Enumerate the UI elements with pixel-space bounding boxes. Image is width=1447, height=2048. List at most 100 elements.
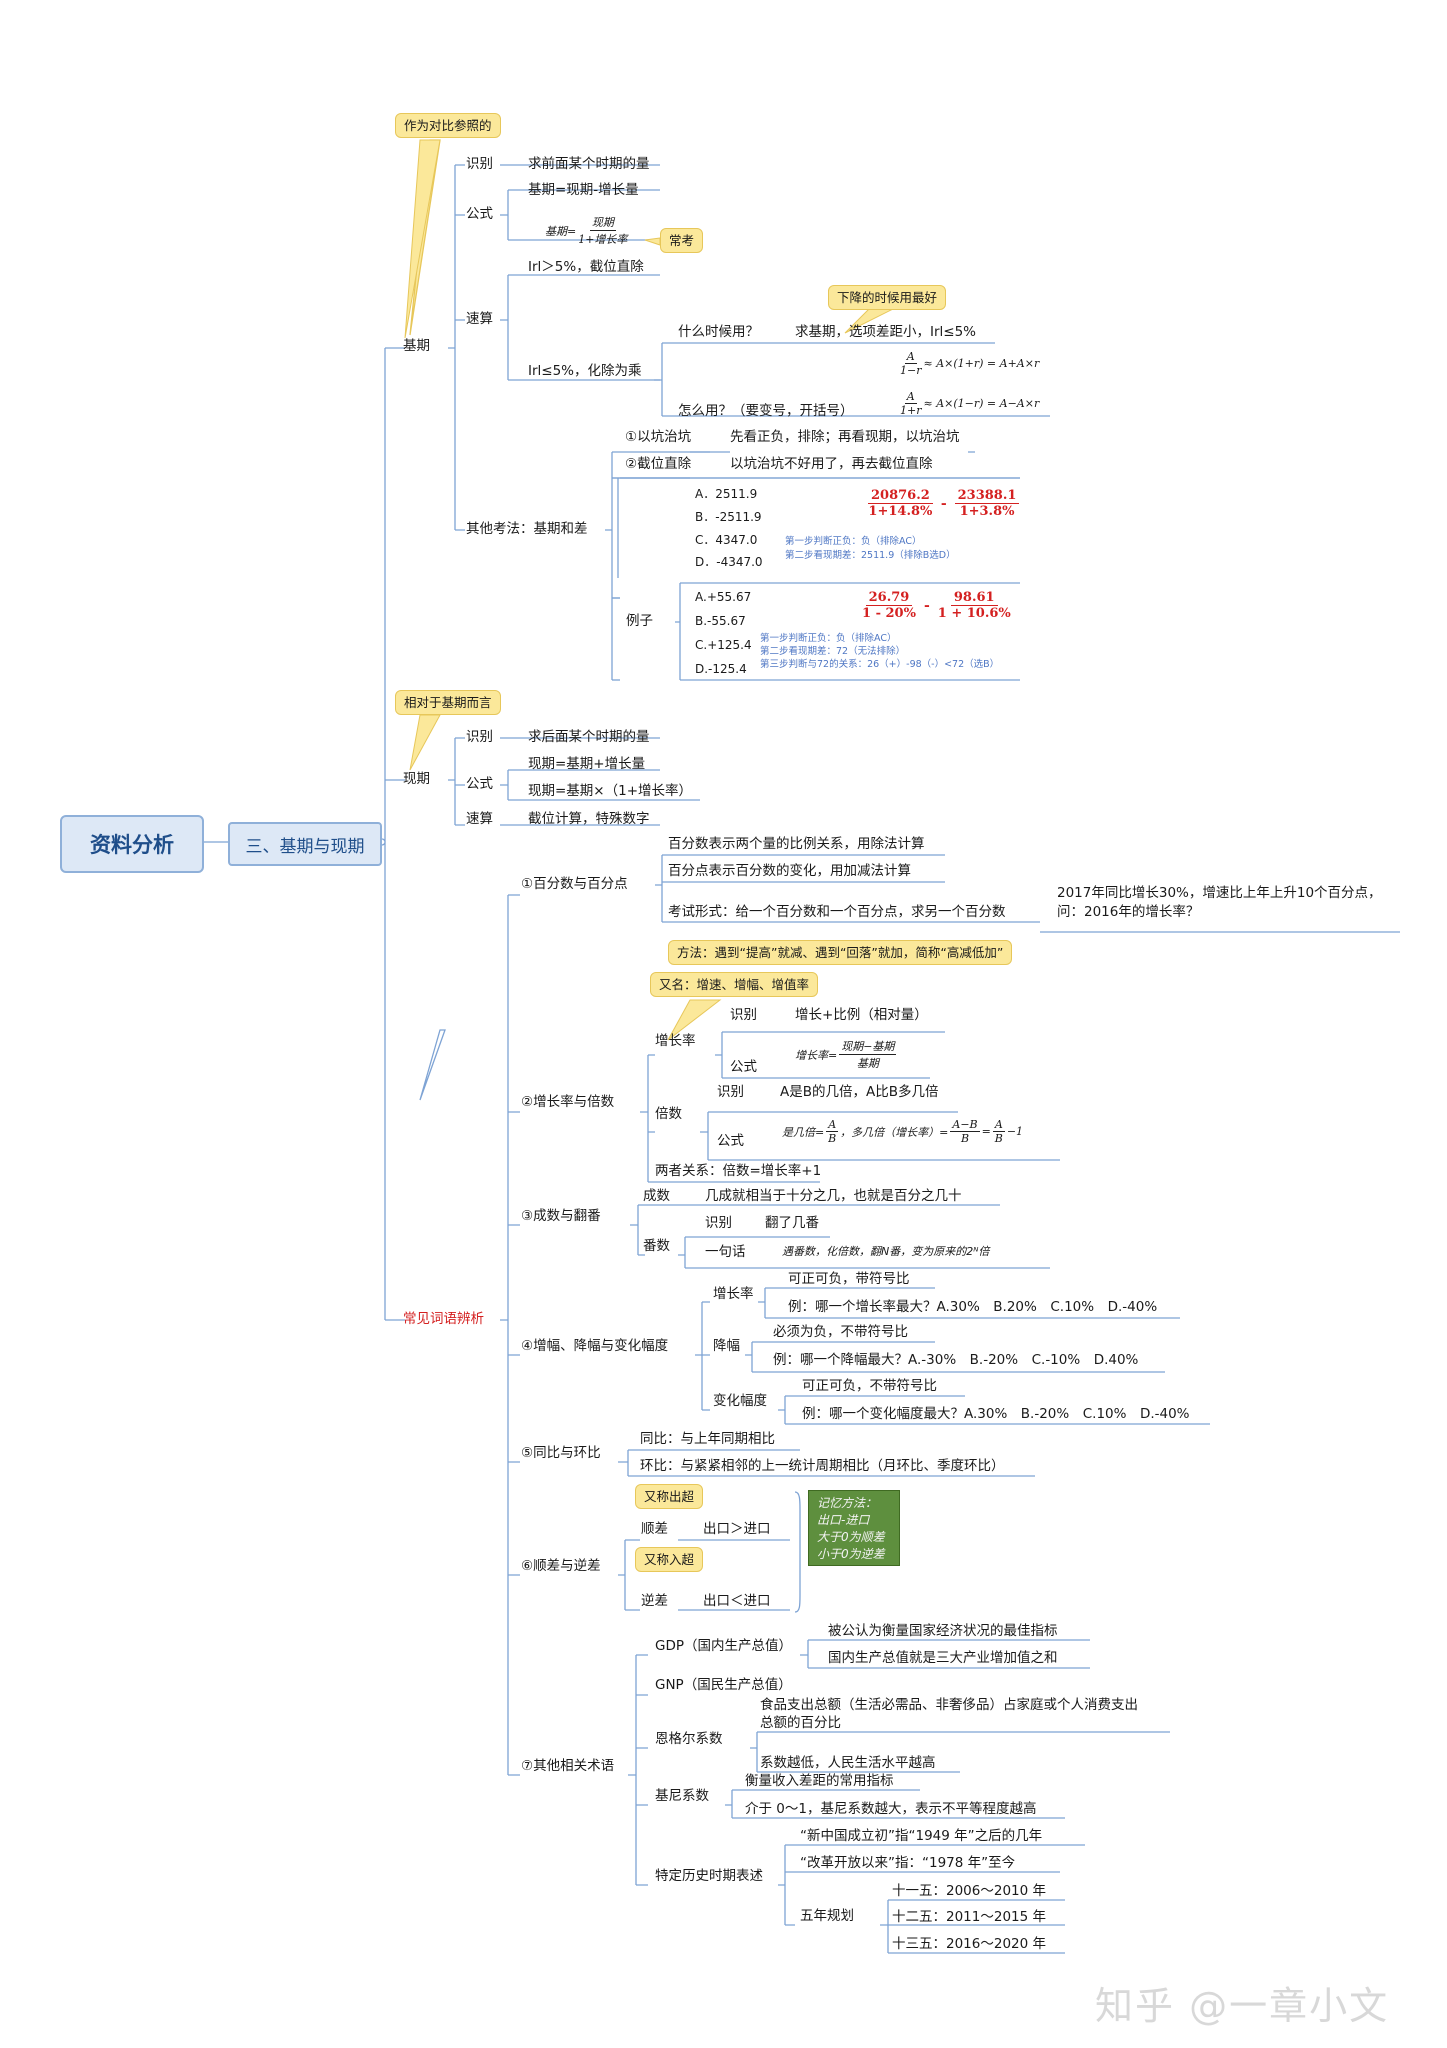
node-p5-b[interactable]: 环比：与紧紧相邻的上一统计周期相比（月环比、季度环比） — [640, 1458, 1005, 1474]
node-jiqi-shibie[interactable]: 识别 — [466, 156, 493, 172]
node-sc-value[interactable]: 出口＞进口 — [703, 1521, 771, 1537]
node-fp-sb[interactable]: 识别 — [705, 1215, 732, 1231]
node-susuan-1[interactable]: Irl＞5%，截位直除 — [528, 259, 644, 275]
node-cy[interactable]: 常见词语辨析 — [403, 1311, 484, 1327]
node-how[interactable]: 怎么用？（要变号，开括号） — [678, 403, 854, 419]
node-xianqi-shibie[interactable]: 识别 — [466, 729, 493, 745]
node-bs-sb[interactable]: 识别 — [717, 1084, 744, 1100]
ex1-option-a[interactable]: A．2511.9 — [695, 487, 758, 501]
section-node[interactable]: 三、基期与现期 — [228, 822, 382, 866]
node-p1[interactable]: ①百分数与百分点 — [521, 876, 628, 892]
node-bh-a[interactable]: 可正可负，不带符号比 — [802, 1378, 937, 1394]
node-other-2-value[interactable]: 以坑治坑不好用了，再去截位直除 — [730, 456, 933, 472]
node-sc[interactable]: 顺差 — [641, 1521, 668, 1537]
node-zf-b[interactable]: 例：哪一个增长率最大？A.30% B.20% C.10% D.-40% — [788, 1299, 1158, 1315]
node-when[interactable]: 什么时候用？ — [678, 324, 759, 340]
node-p1-c[interactable]: 考试形式：给一个百分数和一个百分点，求另一个百分数 — [668, 904, 1006, 920]
node-ls-b[interactable]: “改革开放以来”指：“1978 年”至今 — [800, 1855, 1016, 1871]
node-when-value[interactable]: 求基期，选项差距小，Irl≤5% — [795, 324, 977, 340]
node-wn-b[interactable]: 十二五：2011～2015 年 — [892, 1909, 1047, 1925]
node-jn[interactable]: 基尼系数 — [655, 1788, 709, 1804]
node-nc[interactable]: 逆差 — [641, 1593, 668, 1609]
node-zzl-formula[interactable]: 增长率= 现期−基期基期 — [795, 1038, 898, 1071]
node-jn-a[interactable]: 衡量收入差距的常用指标 — [745, 1773, 894, 1789]
node-ls-a[interactable]: “新中国成立初”指“1949 年”之后的几年 — [800, 1828, 1043, 1844]
node-jf-b[interactable]: 例：哪一个降幅最大？A.-30% B.-20% C.-10% D.40% — [773, 1352, 1139, 1368]
node-jf-a[interactable]: 必须为负，不带符号比 — [773, 1324, 908, 1340]
node-zzl[interactable]: 增长率 — [655, 1033, 696, 1049]
node-bs-rel[interactable]: 两者关系：倍数=增长率+1 — [655, 1163, 822, 1179]
node-fp-yjh-value[interactable]: 遇番数，化倍数，翻N番，变为原来的2ᴺ倍 — [782, 1245, 990, 1258]
node-eg-b[interactable]: 系数越低，人民生活水平越高 — [760, 1755, 936, 1771]
node-other-2[interactable]: ②截位直除 — [625, 456, 692, 472]
root-node[interactable]: 资料分析 — [60, 815, 204, 873]
node-zf[interactable]: 增长率 — [713, 1286, 754, 1302]
node-jiqi-susuan[interactable]: 速算 — [466, 311, 493, 327]
node-p5-a[interactable]: 同比：与上年同期相比 — [640, 1431, 775, 1447]
node-jiqi[interactable]: 基期 — [403, 338, 430, 354]
node-bh[interactable]: 变化幅度 — [713, 1393, 767, 1409]
node-fp[interactable]: 番数 — [643, 1238, 670, 1254]
node-eg[interactable]: 恩格尔系数 — [655, 1731, 723, 1747]
node-gdp[interactable]: GDP（国内生产总值） — [655, 1638, 792, 1654]
node-eg-a2[interactable]: 总额的百分比 — [760, 1715, 841, 1731]
node-gnp[interactable]: GNP（国民生产总值） — [655, 1677, 792, 1693]
node-cs-value[interactable]: 几成就相当于十分之几，也就是百分之几十 — [705, 1188, 962, 1204]
ex2-option-a[interactable]: A.+55.67 — [695, 590, 752, 604]
node-wn[interactable]: 五年规划 — [800, 1908, 854, 1924]
node-nc-value[interactable]: 出口＜进口 — [703, 1593, 771, 1609]
node-xianqi-susuan[interactable]: 速算 — [466, 811, 493, 827]
node-jiqi-other[interactable]: 其他考法：基期和差 — [466, 521, 588, 537]
node-fp-yjh[interactable]: 一句话 — [705, 1244, 746, 1260]
node-xianqi[interactable]: 现期 — [403, 771, 430, 787]
node-p5[interactable]: ⑤同比与环比 — [521, 1445, 601, 1461]
node-bs[interactable]: 倍数 — [655, 1106, 682, 1122]
node-p1-c-v1[interactable]: 2017年同比增长30%，增速比上年上升10个百分点， — [1057, 885, 1382, 901]
node-jiqi-formula-1[interactable]: 基期=现期-增长量 — [528, 182, 639, 198]
node-gdp-a[interactable]: 被公认为衡量国家经济状况的最佳指标 — [828, 1623, 1058, 1639]
node-zzl-gs[interactable]: 公式 — [730, 1059, 757, 1075]
ex1-option-b[interactable]: B．-2511.9 — [695, 510, 762, 524]
node-other-1-value[interactable]: 先看正负，排除；再看现期，以坑治坑 — [730, 429, 960, 445]
node-lizi[interactable]: 例子 — [626, 613, 653, 629]
node-zzl-sb[interactable]: 识别 — [730, 1007, 757, 1023]
node-fp-sb-value[interactable]: 翻了几番 — [765, 1215, 819, 1231]
node-gdp-b[interactable]: 国内生产总值就是三大产业增加值之和 — [828, 1650, 1058, 1666]
node-eg-a1[interactable]: 食品支出总额（生活必需品、非奢侈品）占家庭或个人消费支出 — [760, 1697, 1138, 1713]
node-xianqi-g1[interactable]: 现期=基期+增长量 — [528, 756, 646, 772]
node-ls[interactable]: 特定历史时期表述 — [655, 1868, 763, 1884]
node-p1-c-v2[interactable]: 问：2016年的增长率？ — [1057, 904, 1200, 920]
node-xianqi-susuan-value[interactable]: 截位计算，特殊数字 — [528, 811, 650, 827]
node-zzl-sb-value[interactable]: 增长+比例（相对量） — [795, 1007, 928, 1023]
node-bh-b[interactable]: 例：哪一个变化幅度最大？A.30% B.-20% C.10% D.-40% — [802, 1406, 1190, 1422]
node-susuan-2[interactable]: Irl≤5%，化除为乘 — [528, 363, 642, 379]
node-p1-a[interactable]: 百分数表示两个量的比例关系，用除法计算 — [668, 836, 925, 852]
node-other-1[interactable]: ①以坑治坑 — [625, 429, 692, 445]
node-p6[interactable]: ⑥顺差与逆差 — [521, 1558, 601, 1574]
node-p2[interactable]: ②增长率与倍数 — [521, 1094, 615, 1110]
node-xianqi-g2[interactable]: 现期=基期×（1+增长率） — [528, 783, 693, 799]
node-p7[interactable]: ⑦其他相关术语 — [521, 1758, 615, 1774]
node-p4[interactable]: ④增幅、降幅与变化幅度 — [521, 1338, 669, 1354]
node-bs-gs[interactable]: 公式 — [717, 1133, 744, 1149]
node-cs[interactable]: 成数 — [643, 1188, 670, 1204]
node-p1-b[interactable]: 百分点表示百分数的变化，用加减法计算 — [668, 863, 911, 879]
node-bs-sb-value[interactable]: A是B的几倍，A比B多几倍 — [780, 1084, 939, 1100]
node-wn-a[interactable]: 十一五：2006～2010 年 — [892, 1883, 1047, 1899]
node-zf-a[interactable]: 可正可负，带符号比 — [788, 1271, 910, 1287]
node-xianqi-shibie-value[interactable]: 求后面某个时期的量 — [528, 729, 650, 745]
ex2-option-c[interactable]: C.+125.4 — [695, 638, 752, 652]
node-xianqi-gongshi[interactable]: 公式 — [466, 776, 493, 792]
ex2-option-b[interactable]: B.-55.67 — [695, 614, 746, 628]
node-jiqi-gongshi[interactable]: 公式 — [466, 206, 493, 222]
node-wn-c[interactable]: 十三五：2016～2020 年 — [892, 1936, 1047, 1952]
ex1-option-c[interactable]: C．4347.0 — [695, 533, 758, 547]
ex2-option-d[interactable]: D.-125.4 — [695, 662, 747, 676]
node-jf[interactable]: 降幅 — [713, 1338, 740, 1354]
ex1-option-d[interactable]: D．-4347.0 — [695, 555, 763, 569]
node-p3[interactable]: ③成数与翻番 — [521, 1208, 601, 1224]
